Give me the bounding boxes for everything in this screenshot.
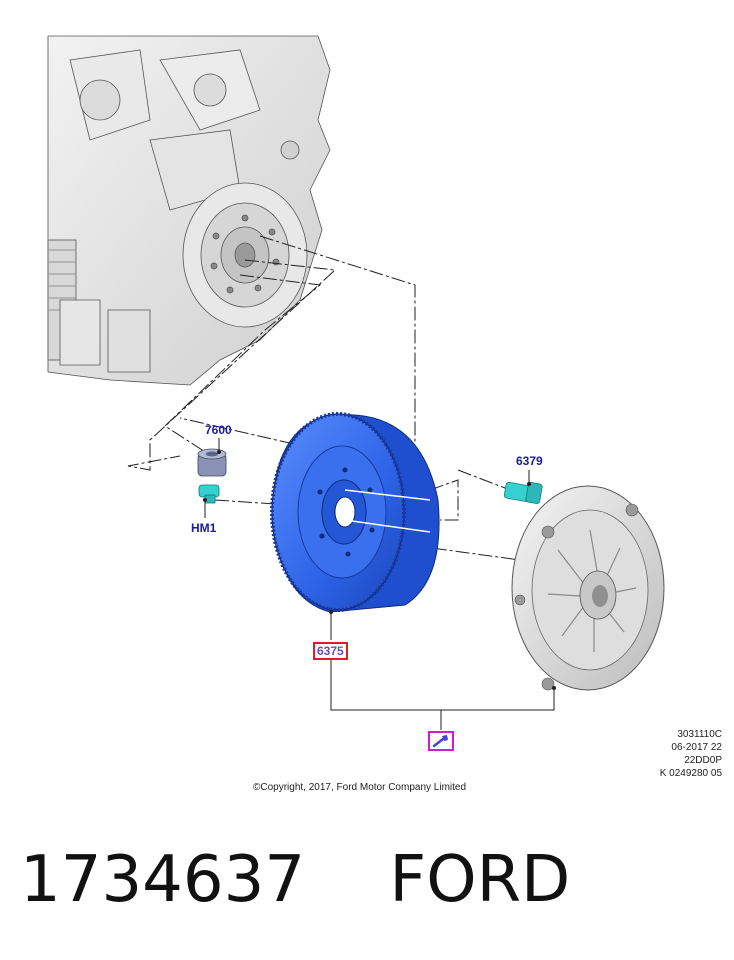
part-info-bar: 1734637 FORD	[20, 840, 570, 920]
drawing-metadata: 3031110C 06-2017 22 22DD0P K 0249280 05	[660, 728, 722, 780]
engine-block	[47, 35, 331, 386]
meta-line: K 0249280 05	[659, 768, 722, 779]
brand-name: FORD	[389, 843, 571, 917]
callout-hm1[interactable]: HM1	[191, 521, 217, 535]
meta-line: 3031110C	[677, 729, 722, 740]
part-number: 1734637	[20, 843, 306, 917]
mount-sleeve-7600	[197, 448, 227, 477]
exploded-view-diagram	[47, 35, 665, 730]
clutch-pressure-plate	[511, 485, 665, 691]
wrench-reference-icon	[432, 735, 448, 748]
callout-6375[interactable]: 6375	[313, 642, 348, 660]
callout-7600[interactable]: 7600	[205, 423, 232, 437]
copyright-notice: ©Copyright, 2017, Ford Motor Company Lim…	[253, 782, 467, 793]
leader-lines	[204, 438, 555, 730]
callout-6379[interactable]: 6379	[516, 454, 543, 468]
bolt-6379	[503, 481, 543, 504]
meta-line: 22DD0P	[684, 755, 722, 766]
flywheel-6375	[270, 412, 440, 613]
reference-box[interactable]	[428, 731, 454, 751]
meta-line: 06-2017 22	[671, 742, 722, 753]
